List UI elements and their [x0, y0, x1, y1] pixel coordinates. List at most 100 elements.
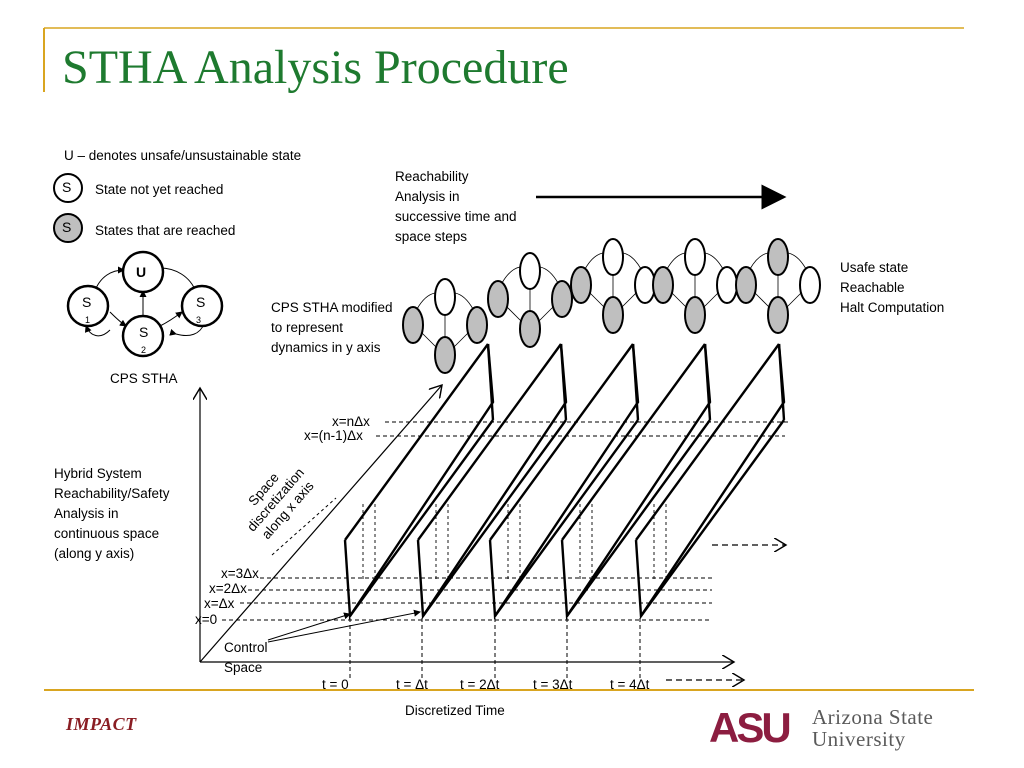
- legend-reached-label: States that are reached: [95, 223, 236, 238]
- time-label: t = 3Δt: [533, 677, 573, 692]
- cluster-node-u: [434, 278, 456, 316]
- cluster-edge: [539, 266, 559, 284]
- cps-s3-sub: 3: [196, 315, 202, 325]
- x-axis-diagonal: [199, 385, 442, 663]
- discretized-time-label: Discretized Time: [405, 703, 505, 718]
- cluster-edge: [666, 252, 686, 270]
- cluster-edge: [621, 292, 637, 308]
- cluster-edge: [749, 252, 769, 270]
- cluster-node-s3: [716, 266, 738, 304]
- cluster-edge: [622, 252, 642, 270]
- x-level-label: x=2Δx: [209, 581, 247, 596]
- legend-not-reached-label: State not yet reached: [95, 182, 224, 197]
- cluster-edge: [501, 266, 521, 284]
- cluster-node-u: [684, 238, 706, 276]
- cps-u-label: U: [136, 264, 147, 280]
- state-cluster: [570, 238, 656, 334]
- cluster-edge: [787, 252, 807, 270]
- time-label: t = 4Δt: [610, 677, 650, 692]
- cluster-edge: [421, 332, 437, 348]
- cps-s1-sub: 1: [85, 315, 91, 325]
- legend-circle-unreached: [53, 173, 83, 203]
- cluster-edge: [453, 332, 469, 348]
- cluster-node-s2: [434, 336, 456, 374]
- cluster-edge: [671, 292, 687, 308]
- slab-back-edge: [559, 343, 568, 421]
- time-slab: [343, 343, 495, 620]
- cluster-node-u: [519, 252, 541, 290]
- reachability-text: Reachability Analysis in successive time…: [395, 169, 517, 244]
- unsafe-state-text: Usafe state Reachable Halt Computation: [840, 260, 945, 315]
- cps-s3-label: S: [196, 294, 206, 310]
- asu-logo-name: Arizona State University: [812, 705, 934, 751]
- hybrid-system-text: Hybrid System Reachability/Safety Analys…: [54, 466, 170, 561]
- cluster-edge: [584, 252, 604, 270]
- slab-bottom-edge: [494, 419, 639, 617]
- state-clusters: [402, 238, 821, 374]
- slab-back-edge: [777, 343, 786, 421]
- cluster-edge: [754, 292, 770, 308]
- state-cluster: [735, 238, 821, 334]
- cluster-node-s3: [466, 306, 488, 344]
- cps-s2-sub: 2: [141, 345, 147, 355]
- cps-node-s3: [180, 284, 224, 328]
- cluster-node-s2: [519, 310, 541, 348]
- cluster-node-u: [602, 238, 624, 276]
- state-cluster: [652, 238, 738, 334]
- time-slab: [560, 343, 712, 620]
- slab-outline: [343, 343, 495, 620]
- cps-s2-label: S: [139, 324, 149, 340]
- cps-stha-diagram: [66, 250, 224, 358]
- cluster-node-s1: [570, 266, 592, 304]
- cluster-edge: [506, 306, 522, 322]
- slab-bottom-edge: [566, 419, 711, 617]
- slab-bottom-edge: [422, 419, 567, 617]
- cps-modified-text: CPS STHA modified to represent dynamics …: [271, 300, 393, 355]
- slab-top-edge: [417, 343, 562, 541]
- slab-top-edge: [489, 343, 634, 541]
- cluster-node-s2: [602, 296, 624, 334]
- x-level-label: x=0: [195, 612, 218, 627]
- axes: [200, 385, 786, 680]
- cps-s1-label: S: [82, 294, 92, 310]
- time-slab: [416, 343, 568, 620]
- space-disc-dashed-line: [271, 497, 337, 556]
- slab-back-edge: [486, 343, 495, 421]
- cluster-node-s2: [767, 296, 789, 334]
- time-slab: [634, 343, 786, 620]
- control-space-arrow-2: [267, 609, 421, 643]
- legend-s-unreached-symbol: S: [62, 179, 72, 195]
- cluster-edge: [704, 252, 724, 270]
- cluster-edge: [786, 292, 802, 308]
- cluster-node-s2: [684, 296, 706, 334]
- cluster-node-s1: [487, 280, 509, 318]
- cluster-node-s1: [735, 266, 757, 304]
- slide-title: STHA Analysis Procedure: [62, 41, 569, 94]
- cluster-node-u: [767, 238, 789, 276]
- cluster-edge: [416, 292, 436, 310]
- time-ticks: [349, 618, 641, 680]
- asu-logo-mark: ASU: [709, 704, 792, 751]
- state-cluster: [402, 278, 488, 374]
- x-level-label: x=nΔx: [332, 414, 370, 429]
- x-level-label: x=Δx: [204, 596, 235, 611]
- legend-u-note: U – denotes unsafe/unsustainable state: [64, 148, 302, 163]
- slab-top-edge: [561, 343, 706, 541]
- time-label: t = Δt: [396, 677, 428, 692]
- slab-top-edge: [344, 343, 489, 541]
- cluster-edge: [538, 306, 554, 322]
- slab-bottom-edge: [640, 419, 785, 617]
- slab-top-edge: [635, 343, 780, 541]
- time-slabs: [343, 343, 786, 620]
- cps-stha-caption: CPS STHA: [110, 371, 178, 386]
- impact-logo: IMPACT: [66, 714, 137, 734]
- cluster-node-s3: [551, 280, 573, 318]
- cluster-node-s3: [799, 266, 821, 304]
- legend-circle-reached: [53, 213, 83, 243]
- cps-node-u: [121, 250, 165, 294]
- x-level-label: x=3Δx: [221, 566, 259, 581]
- slab-back-edge: [703, 343, 712, 421]
- time-slab: [488, 343, 640, 620]
- control-space-arrow-1: [267, 612, 351, 641]
